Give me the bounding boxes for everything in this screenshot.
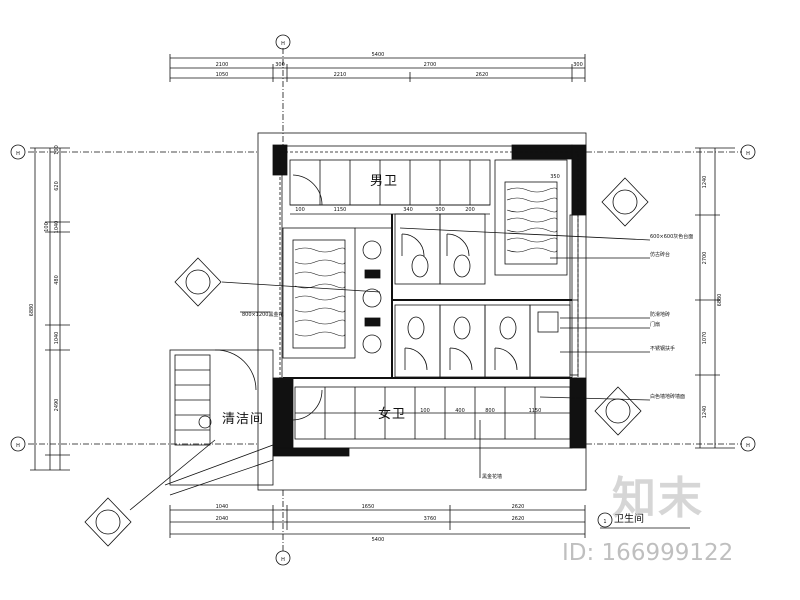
dim-left-1: 620 bbox=[54, 181, 60, 191]
note-right-1: 600×600灰色台面 bbox=[650, 233, 693, 240]
note-bottom-mid: 黑金花墙 bbox=[482, 473, 502, 480]
dim-female-0: 100 bbox=[420, 408, 430, 414]
dim-inner-0: 100 bbox=[295, 207, 305, 213]
axis-label-right-top: H bbox=[746, 151, 750, 157]
marble-panel-top bbox=[494, 159, 568, 276]
dim-inner-1: 1150 bbox=[334, 207, 347, 213]
dim-bot-r1-1: 1650 bbox=[362, 504, 375, 510]
column-tr2 bbox=[571, 144, 587, 216]
dim-top-r3-0: 1050 bbox=[216, 72, 229, 78]
dim-top-r3-2: 2620 bbox=[476, 72, 489, 78]
dim-bot-r1-2: 2620 bbox=[512, 504, 525, 510]
drawing-title: 卫生间 bbox=[600, 510, 644, 525]
room-label-cleaning: 清洁间 bbox=[222, 412, 265, 427]
dim-left-overall: 6880 bbox=[29, 304, 35, 317]
inner-wall-frame bbox=[281, 145, 573, 449]
dim-top-r2-3: 300 bbox=[573, 62, 583, 68]
dim-inner-2: 340 bbox=[403, 207, 413, 213]
column-bl bbox=[272, 447, 350, 457]
axis-label-left-bottom: H bbox=[16, 443, 20, 449]
dim-right-3: 1240 bbox=[702, 406, 708, 419]
dim-right-0: 1240 bbox=[702, 176, 708, 189]
dim-top-r3-1: 2210 bbox=[334, 72, 347, 78]
dim-inner-4: 200 bbox=[465, 207, 475, 213]
axis-label-right-bottom: H bbox=[746, 443, 750, 449]
dim-left-4: 480 bbox=[54, 275, 60, 285]
dim-left-2: 1040 bbox=[54, 221, 60, 234]
dim-female-3: 1150 bbox=[529, 408, 542, 414]
dim-top-r2-1: 300 bbox=[275, 62, 285, 68]
dim-right-overall: 6880 bbox=[717, 294, 723, 307]
marble-panel-left bbox=[282, 227, 356, 359]
dim-female-2: 800 bbox=[485, 408, 495, 414]
note-right-3: 防滑地砖 bbox=[650, 311, 670, 318]
drawing-title-text: 卫生间 bbox=[614, 514, 644, 525]
column-mr bbox=[569, 377, 587, 449]
dim-left-6: 2490 bbox=[54, 399, 60, 412]
watermark-id: ID: 166999122 bbox=[562, 540, 734, 566]
elevation-marker-bottom bbox=[84, 497, 132, 547]
dim-inner-5: 350 bbox=[550, 174, 560, 180]
dim-bot-r2-1: 3760 bbox=[424, 516, 437, 522]
elevation-marker-right bbox=[594, 386, 642, 436]
column-ml bbox=[272, 377, 294, 455]
title-number: 1 bbox=[603, 519, 606, 525]
dim-right-1: 2700 bbox=[702, 252, 708, 265]
dim-top-r2-2: 2700 bbox=[424, 62, 437, 68]
note-right-5: 不锈钢扶手 bbox=[650, 345, 675, 352]
dim-inner-3: 300 bbox=[435, 207, 445, 213]
dim-bot-overall: 5400 bbox=[372, 537, 385, 543]
dim-top-r2-0: 2100 bbox=[216, 62, 229, 68]
note-right-4: 门扇 bbox=[650, 321, 660, 328]
watermark-logo: 知末 bbox=[612, 473, 704, 524]
elevation-marker-tr bbox=[601, 177, 649, 227]
dim-top-overall: 5400 bbox=[372, 52, 385, 58]
outer-wall-frame bbox=[257, 132, 587, 491]
dim-left-3: 100 bbox=[44, 222, 50, 232]
elevation-marker-left bbox=[174, 257, 222, 307]
axis-label-top: H bbox=[281, 41, 285, 47]
cleaning-room bbox=[169, 349, 274, 486]
dim-female-1: 400 bbox=[455, 408, 465, 414]
dim-bot-r1-0: 1040 bbox=[216, 504, 229, 510]
room-label-female: 女卫 bbox=[378, 407, 407, 422]
axis-label-left-top: H bbox=[16, 151, 20, 157]
dim-bot-r2-0: 2040 bbox=[216, 516, 229, 522]
dim-left-5: 1040 bbox=[54, 332, 60, 345]
dim-right-2: 1070 bbox=[702, 332, 708, 345]
note-left-mid: 800×1200黑金花 bbox=[242, 311, 283, 318]
room-label-male: 男卫 bbox=[370, 174, 399, 189]
note-right-2: 仿古砖台 bbox=[650, 251, 670, 258]
dim-left-0: 100 bbox=[54, 145, 60, 155]
note-right-6: 白色墙地砖墙面 bbox=[650, 393, 685, 400]
axis-label-bottom: H bbox=[281, 557, 285, 563]
dim-bot-r2-2: 2620 bbox=[512, 516, 525, 522]
